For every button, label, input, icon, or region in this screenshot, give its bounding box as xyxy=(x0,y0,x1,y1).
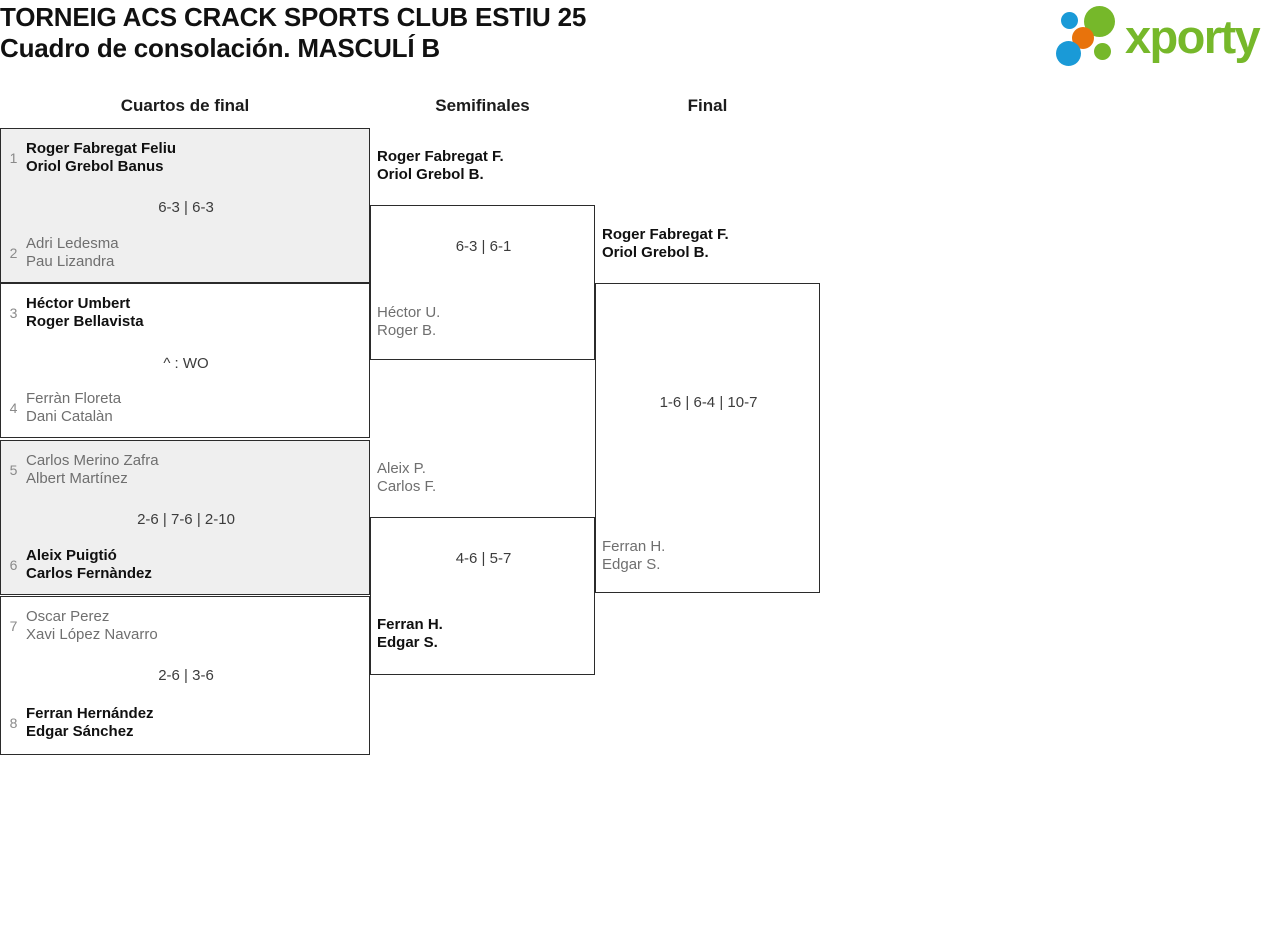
match-score: 4-6 | 5-7 xyxy=(455,550,512,567)
player-name: Carlos F. xyxy=(377,478,437,495)
tournament-name: TORNEIG ACS CRACK SPORTS CLUB ESTIU 25 xyxy=(0,2,587,32)
player-name: Albert Martínez xyxy=(26,470,128,487)
seed-number: 5 xyxy=(9,462,18,478)
page-title: TORNEIG ACS CRACK SPORTS CLUB ESTIU 25 C… xyxy=(0,2,586,64)
match-score: 6-3 | 6-1 xyxy=(455,238,512,255)
player-name: Carlos Merino Zafra xyxy=(26,452,159,469)
match-competitor-top[interactable]: 1 Roger Fabregat Feliu Oriol Grebol Banu… xyxy=(1,137,371,179)
player-name: Roger Fabregat F. xyxy=(377,148,504,165)
match-quarterfinal-3[interactable]: 5 Carlos Merino Zafra Albert Martínez 2-… xyxy=(0,440,370,595)
player-name: Carlos Fernàndez xyxy=(26,565,152,582)
player-name: Oriol Grebol Banus xyxy=(26,158,164,175)
seed-number: 2 xyxy=(9,245,18,261)
match-competitor-top[interactable]: 5 Carlos Merino Zafra Albert Martínez xyxy=(1,449,371,491)
logo-dot-blue-top xyxy=(1061,12,1078,29)
player-name: Aleix Puigtió xyxy=(26,547,117,564)
round-header-semifinals: Semifinales xyxy=(435,96,530,115)
player-name: Ferran Hernández xyxy=(26,705,154,722)
semifinal-1-competitor-top[interactable]: Roger Fabregat F. Oriol Grebol B. xyxy=(377,148,592,184)
seed-number: 8 xyxy=(9,715,18,731)
competitor-names: Carlos Merino Zafra Albert Martínez xyxy=(26,452,371,488)
match-competitor-top[interactable]: 3 Héctor Umbert Roger Bellavista xyxy=(1,292,371,334)
player-name: Oscar Perez xyxy=(26,608,110,625)
competitor-names: Aleix Puigtió Carlos Fernàndez xyxy=(26,547,371,583)
round-header-quarterfinals: Cuartos de final xyxy=(120,96,250,115)
player-name: Aleix P. xyxy=(377,460,426,477)
bracket-subtitle: Cuadro de consolación. MASCULÍ B xyxy=(0,33,440,63)
semifinal-1-competitor-bottom[interactable]: Héctor U. Roger B. xyxy=(377,304,592,340)
match-competitor-bottom[interactable]: 2 Adri Ledesma Pau Lizandra xyxy=(1,232,371,274)
seed-number: 4 xyxy=(9,400,18,416)
match-score: 2-6 | 7-6 | 2-10 xyxy=(137,511,235,528)
match-competitor-bottom[interactable]: 4 Ferràn Floreta Dani Catalàn xyxy=(1,387,371,429)
player-name: Roger Bellavista xyxy=(26,313,144,330)
player-name: Xavi López Navarro xyxy=(26,626,158,643)
match-final[interactable]: 1-6 | 6-4 | 10-7 xyxy=(595,283,820,593)
match-quarterfinal-1[interactable]: 1 Roger Fabregat Feliu Oriol Grebol Banu… xyxy=(0,128,370,283)
semifinal-2-competitor-top[interactable]: Aleix P. Carlos F. xyxy=(377,460,592,496)
final-competitor-top[interactable]: Roger Fabregat F. Oriol Grebol B. xyxy=(602,226,817,262)
competitor-names: Ferràn Floreta Dani Catalàn xyxy=(26,390,371,426)
player-name: Ferran H. xyxy=(602,538,666,555)
player-name: Ferràn Floreta xyxy=(26,390,122,407)
match-score: 2-6 | 3-6 xyxy=(158,667,214,684)
logo-wordmark: xporty xyxy=(1125,10,1261,63)
seed-number: 1 xyxy=(9,150,18,166)
player-name: Pau Lizandra xyxy=(26,253,115,270)
match-quarterfinal-2[interactable]: 3 Héctor Umbert Roger Bellavista ^ : WO … xyxy=(0,283,370,438)
xporty-logo[interactable]: xporty xyxy=(1053,6,1275,68)
match-competitor-top[interactable]: 7 Oscar Perez Xavi López Navarro xyxy=(1,605,371,647)
player-name: Oriol Grebol B. xyxy=(602,244,709,261)
player-name: Roger B. xyxy=(377,322,437,339)
competitor-names: Ferran Hernández Edgar Sánchez xyxy=(26,705,371,741)
match-semifinal-2[interactable]: 4-6 | 5-7 xyxy=(370,517,595,675)
round-header-final: Final xyxy=(687,96,728,115)
player-name: Roger Fabregat F. xyxy=(602,226,729,243)
player-name: Edgar S. xyxy=(602,556,661,573)
match-competitor-bottom[interactable]: 6 Aleix Puigtió Carlos Fernàndez xyxy=(1,544,371,586)
logo-dot-orange xyxy=(1072,27,1094,49)
logo-dots-icon xyxy=(1053,6,1127,68)
page-header: TORNEIG ACS CRACK SPORTS CLUB ESTIU 25 C… xyxy=(0,0,1280,75)
competitor-names: Héctor Umbert Roger Bellavista xyxy=(26,295,371,331)
logo-dot-green-small xyxy=(1094,43,1111,60)
match-score: 1-6 | 6-4 | 10-7 xyxy=(659,394,758,411)
match-competitor-bottom[interactable]: 8 Ferran Hernández Edgar Sánchez xyxy=(1,702,371,744)
seed-number: 7 xyxy=(9,618,18,634)
player-name: Ferran H. xyxy=(377,616,443,633)
competitor-names: Adri Ledesma Pau Lizandra xyxy=(26,235,371,271)
match-score: 6-3 | 6-3 xyxy=(158,199,214,216)
competitor-names: Roger Fabregat Feliu Oriol Grebol Banus xyxy=(26,140,371,176)
player-name: Roger Fabregat Feliu xyxy=(26,140,177,157)
final-competitor-bottom[interactable]: Ferran H. Edgar S. xyxy=(602,538,817,574)
player-name: Dani Catalàn xyxy=(26,408,113,425)
logo-dot-blue-bottom xyxy=(1056,41,1081,66)
player-name: Oriol Grebol B. xyxy=(377,166,484,183)
seed-number: 6 xyxy=(9,557,18,573)
player-name: Héctor U. xyxy=(377,304,441,321)
seed-number: 3 xyxy=(9,305,18,321)
semifinal-2-competitor-bottom[interactable]: Ferran H. Edgar S. xyxy=(377,616,592,652)
player-name: Adri Ledesma xyxy=(26,235,119,252)
match-quarterfinal-4[interactable]: 7 Oscar Perez Xavi López Navarro 2-6 | 3… xyxy=(0,596,370,755)
match-semifinal-1[interactable]: 6-3 | 6-1 xyxy=(370,205,595,360)
player-name: Edgar Sánchez xyxy=(26,723,134,740)
match-score: ^ : WO xyxy=(163,355,209,372)
competitor-names: Oscar Perez Xavi López Navarro xyxy=(26,608,371,644)
player-name: Edgar S. xyxy=(377,634,438,651)
player-name: Héctor Umbert xyxy=(26,295,131,312)
